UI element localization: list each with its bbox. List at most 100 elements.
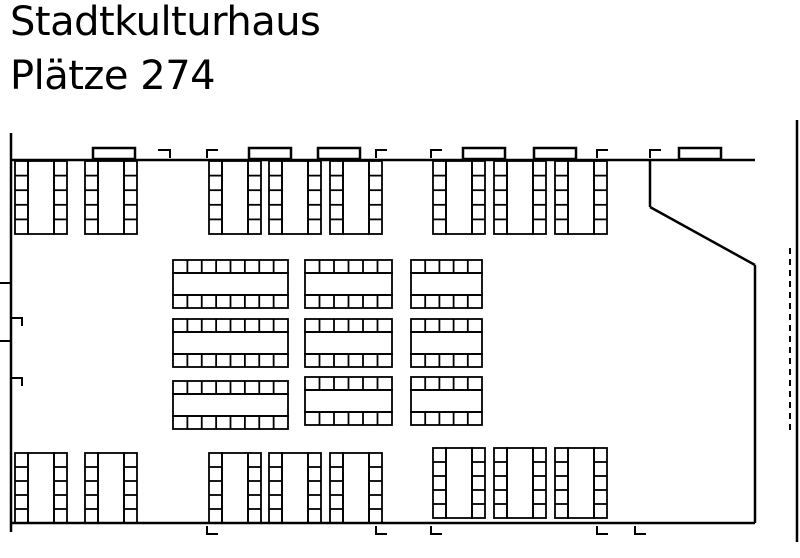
bench-group — [84, 160, 138, 235]
bench-group — [493, 160, 547, 235]
door-bracket — [375, 526, 387, 535]
window — [91, 146, 137, 161]
bench-table — [221, 452, 249, 524]
chair-row — [410, 294, 483, 309]
chair-row — [410, 259, 483, 274]
bench-table — [567, 160, 595, 235]
bench-group — [14, 160, 68, 235]
chair-column — [307, 160, 322, 235]
chair-column — [593, 447, 608, 519]
wall-features — [0, 146, 791, 535]
window — [316, 146, 362, 161]
bench-group — [329, 452, 383, 524]
door-bracket — [649, 149, 661, 158]
chair-column — [247, 160, 262, 235]
bench-table — [567, 447, 595, 519]
chair-column — [532, 160, 547, 235]
door-bracket — [634, 526, 646, 535]
chair-row — [410, 353, 483, 368]
chair-column — [471, 160, 486, 235]
bench-table — [27, 452, 55, 524]
chair-column — [554, 160, 569, 235]
door-bracket — [206, 526, 218, 535]
chair-column — [53, 160, 68, 235]
chair-column — [123, 160, 138, 235]
bench-table — [506, 160, 534, 235]
chair-column — [593, 160, 608, 235]
bench-group — [14, 452, 68, 524]
bench-table — [97, 160, 125, 235]
venue-title: Stadtkulturhaus — [10, 0, 321, 45]
door-bracket — [430, 149, 442, 158]
bench-group — [554, 447, 608, 519]
bench-table — [281, 452, 309, 524]
chair-column — [493, 160, 508, 235]
bench-table — [506, 447, 534, 519]
chair-column — [208, 160, 223, 235]
chair-column — [247, 452, 262, 524]
bench-group — [432, 447, 486, 519]
center-table — [172, 380, 289, 430]
table-top — [410, 272, 483, 296]
bench-table — [27, 160, 55, 235]
bench-group — [268, 160, 322, 235]
bench-table — [342, 160, 370, 235]
table-top — [172, 331, 289, 355]
center-table — [172, 259, 289, 309]
door-bracket — [0, 282, 12, 292]
center-table — [410, 259, 483, 309]
chair-column — [329, 452, 344, 524]
bench-group — [493, 447, 547, 519]
bench-table — [445, 447, 473, 519]
window — [532, 146, 578, 161]
bench-table — [342, 452, 370, 524]
door-bracket — [11, 377, 23, 386]
bench-group — [554, 160, 608, 235]
chair-column — [14, 160, 29, 235]
door-bracket — [158, 149, 171, 158]
center-tables — [172, 259, 483, 430]
door-bracket — [596, 149, 608, 158]
chair-column — [471, 447, 486, 519]
chair-column — [268, 452, 283, 524]
bench-table — [281, 160, 309, 235]
chair-column — [84, 160, 99, 235]
chair-column — [432, 160, 447, 235]
bench-group — [208, 452, 262, 524]
window — [247, 146, 293, 161]
window — [461, 146, 507, 161]
bench-groups — [14, 160, 608, 524]
bench-group — [432, 160, 486, 235]
center-table — [304, 376, 393, 426]
door-bracket — [206, 149, 218, 158]
chair-row — [410, 318, 483, 333]
center-table — [304, 259, 393, 309]
bench-group — [329, 160, 383, 235]
table-top — [304, 272, 393, 296]
chair-column — [208, 452, 223, 524]
chair-column — [554, 447, 569, 519]
chair-column — [432, 447, 447, 519]
table-top — [410, 389, 483, 413]
stage-edge-diagonal — [649, 205, 756, 267]
chair-column — [14, 452, 29, 524]
chair-column — [268, 160, 283, 235]
table-top — [410, 331, 483, 355]
bench-group — [84, 452, 138, 524]
chair-column — [368, 160, 383, 235]
chair-column — [307, 452, 322, 524]
center-table — [410, 376, 483, 426]
chair-column — [53, 452, 68, 524]
chair-column — [84, 452, 99, 524]
chair-column — [368, 452, 383, 524]
door-bracket — [11, 317, 23, 326]
chair-row — [410, 411, 483, 426]
chair-column — [532, 447, 547, 519]
center-table — [410, 318, 483, 368]
chair-row — [410, 376, 483, 391]
chair-column — [123, 452, 138, 524]
chair-column — [493, 447, 508, 519]
table-top — [172, 393, 289, 417]
door-bracket — [375, 149, 387, 158]
bench-group — [208, 160, 262, 235]
